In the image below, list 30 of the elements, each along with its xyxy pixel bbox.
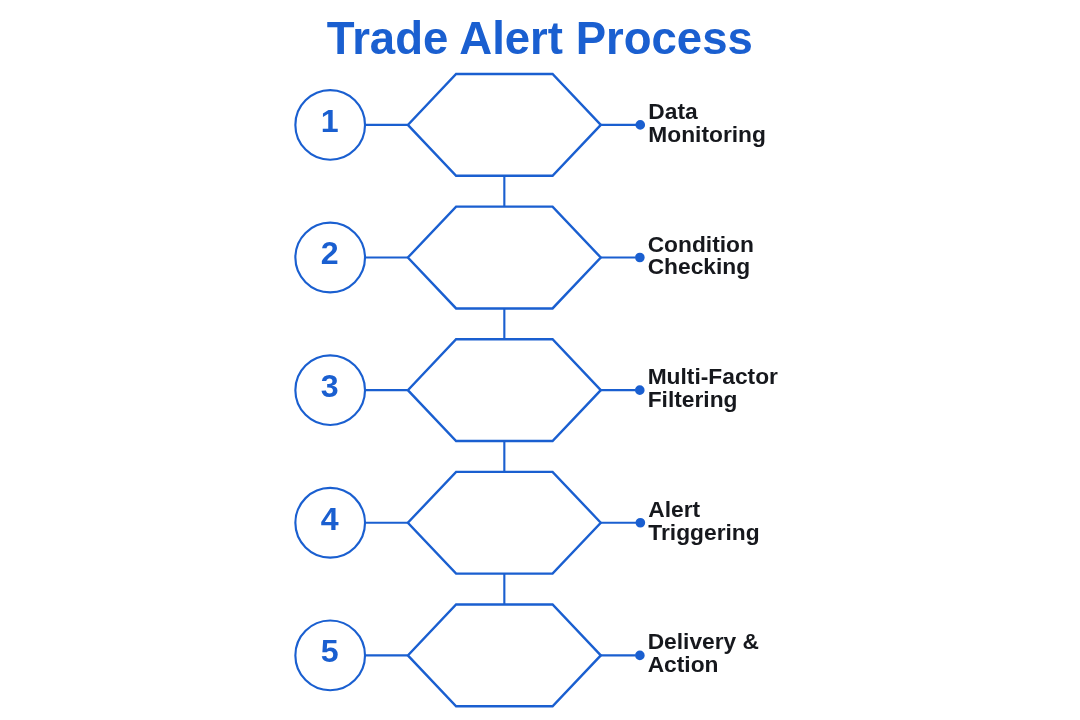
- connector: [364, 521, 408, 524]
- node-circle: 5: [293, 619, 366, 692]
- node-hexagon: [405, 205, 602, 310]
- connector: [502, 573, 505, 605]
- connector: [502, 176, 505, 207]
- connector: [364, 389, 408, 392]
- connector: [600, 252, 645, 263]
- node-hexagon: [405, 470, 602, 575]
- node-text: Delivery & Action: [647, 628, 759, 678]
- node-text: Multi-Factor Filtering: [647, 363, 778, 413]
- connector: [364, 256, 408, 259]
- connector: [502, 308, 505, 339]
- node-hexagon: [405, 338, 602, 443]
- connector: [600, 120, 645, 130]
- connector: [502, 441, 505, 472]
- connector: [364, 123, 408, 126]
- node-circle: 2: [293, 221, 366, 294]
- connector: [600, 650, 645, 661]
- node-text: Data Monitoring: [647, 98, 766, 147]
- connector: [600, 517, 645, 528]
- diagram-title: Trade Alert Process: [326, 13, 753, 65]
- node-hexagon: [405, 603, 602, 708]
- node-circle: 1: [293, 89, 366, 161]
- node-text: Alert Triggering: [647, 495, 760, 545]
- node-circle: 4: [293, 486, 366, 559]
- connector: [600, 385, 645, 395]
- node-text: Condition Checking: [647, 230, 754, 280]
- connector: [364, 654, 408, 657]
- node-hexagon: [405, 72, 602, 177]
- node-circle: 3: [293, 354, 366, 427]
